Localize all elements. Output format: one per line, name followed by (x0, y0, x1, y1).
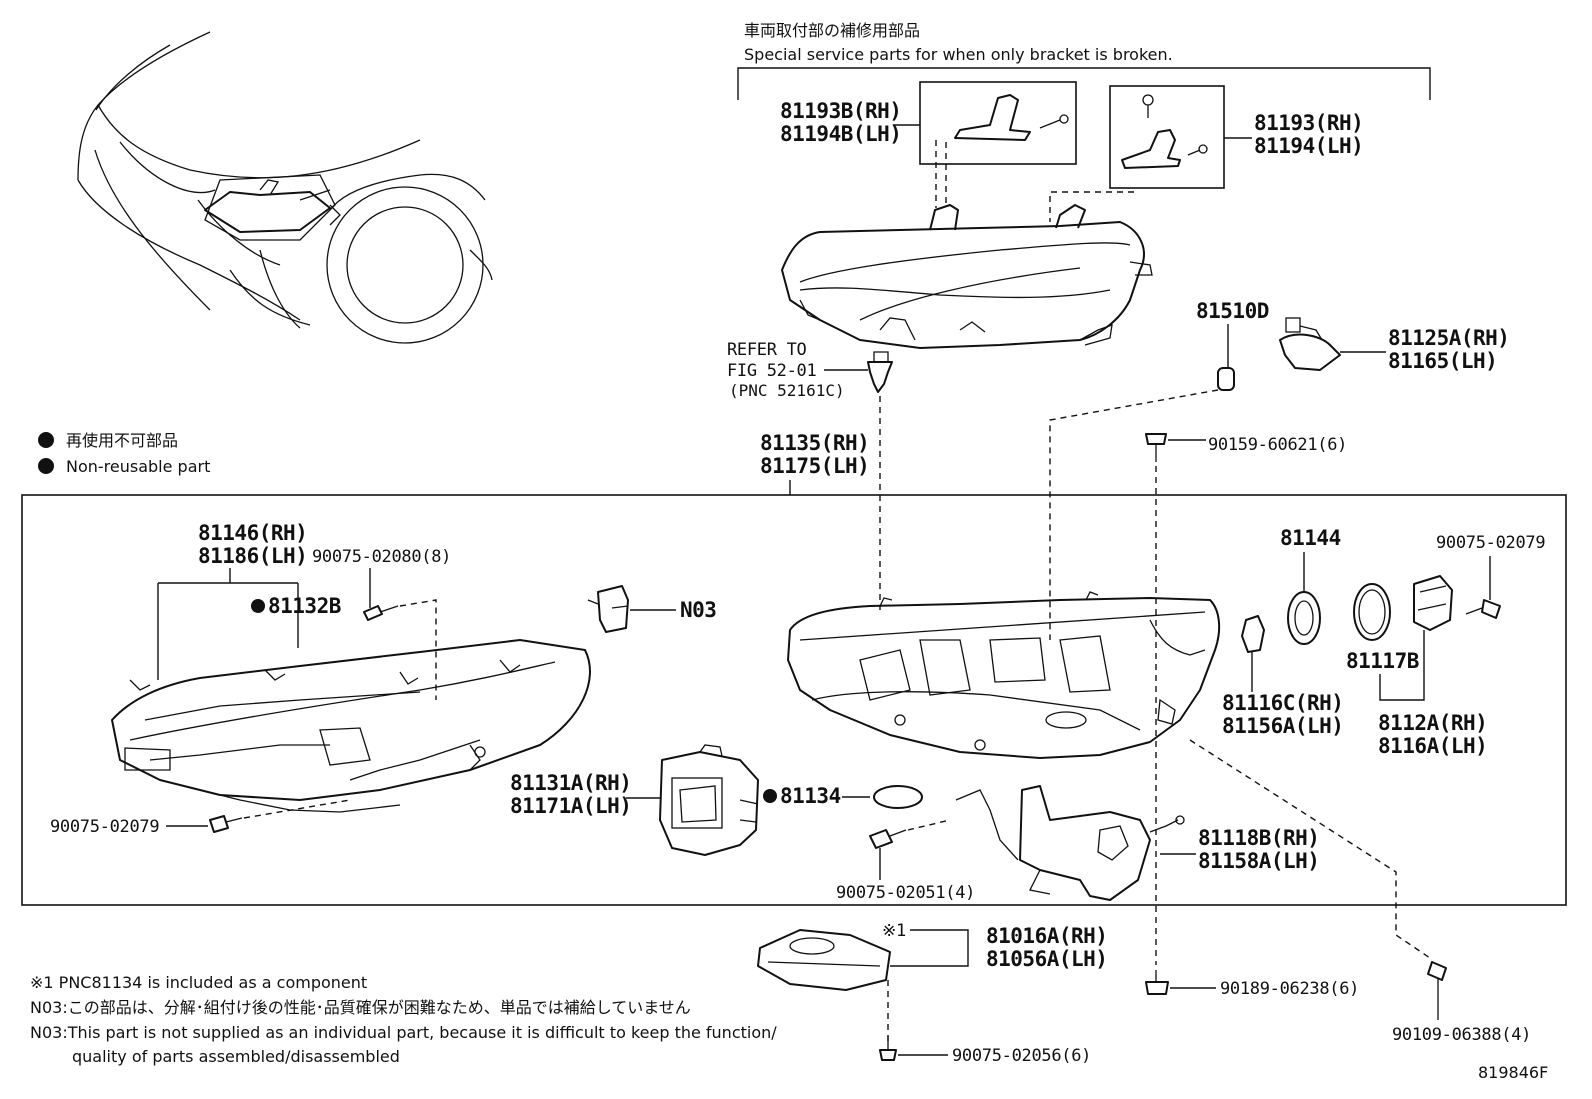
service-parts-title-ja: 車両取付部の補修用部品 (744, 21, 920, 40)
lens-assembly-81146: 81146(RH) 81186(LH) 81132B 90075-02080(8… (50, 521, 591, 837)
label-81193-rh: 81193(RH) (1254, 111, 1363, 135)
screw-90075-02056: 90075-02056(6) (879, 1036, 1091, 1066)
label-81056A-lh: 81056A(LH) (986, 947, 1107, 971)
ring-81116C-icon (1241, 615, 1265, 653)
mark-kome1: ※1 (882, 921, 906, 941)
projector-81131A: 81131A(RH) 81171A(LH) (510, 744, 759, 856)
label-81116C-rh: 81116C(RH) (1222, 691, 1343, 715)
cap-8112A-icon (1413, 575, 1453, 631)
bracket-81193-shape (1121, 129, 1181, 169)
label-90159: 90159-60621(6) (1208, 435, 1347, 455)
refer-to-callout: REFER TO FIG 52-01 (PNC 52161C) (727, 340, 893, 610)
car-front-illustration (77, 31, 493, 344)
label-90075-02079-left: 90075-02079 (50, 817, 159, 837)
label-81156A-lh: 81156A(LH) (1222, 714, 1343, 738)
service-parts-title-en: Special service parts for when only brac… (744, 45, 1173, 64)
service-parts-header: 車両取付部の補修用部品 Special service parts for wh… (737, 21, 1431, 100)
label-81194-lh: 81194(LH) (1254, 134, 1363, 158)
non-reusable-bullet-icon (251, 599, 265, 613)
label-81146-rh: 81146(RH) (198, 521, 307, 545)
clip-icon (867, 361, 893, 393)
label-81135-rh: 81135(RH) (760, 431, 869, 455)
main-assembly-81135: 81135(RH) 81175(LH) (21, 431, 1567, 906)
bulb-socket-group: 81510D 81125A(RH) 81165(LH) (1049, 299, 1510, 640)
legend: 再使用不可部品 Non-reusable part (38, 431, 210, 476)
headlamp-assembly-top (781, 204, 1153, 349)
legend-en: Non-reusable part (66, 457, 210, 476)
refer-line2: FIG 52-01 (727, 361, 816, 381)
label-90075-02080: 90075-02080(8) (312, 547, 451, 567)
label-8116A-lh: 8116A(LH) (1378, 734, 1487, 758)
label-81158A-lh: 81158A(LH) (1198, 849, 1319, 873)
gasket-81134: 81134 (763, 784, 923, 809)
label-90075-02051: 90075-02051(4) (836, 883, 975, 903)
label-81118B-rh: 81118B(RH) (1198, 826, 1319, 850)
label-90075-02079-right: 90075-02079 (1436, 533, 1545, 553)
figure-id: 819846F (1478, 1063, 1548, 1082)
label-81186-lh: 81186(LH) (198, 544, 307, 568)
refer-line1: REFER TO (727, 340, 807, 360)
label-81165-lh: 81165(LH) (1388, 349, 1497, 373)
label-81132B: 81132B (268, 594, 341, 618)
note-4: quality of parts assembled/disassembled (72, 1047, 400, 1066)
label-81510D: 81510D (1196, 299, 1269, 323)
cover-81144-icon (1287, 591, 1321, 645)
label-81125A-rh: 81125A(RH) (1388, 326, 1509, 350)
screw-icon (1145, 433, 1167, 445)
legend-bullet-icon (38, 432, 54, 448)
refer-line3: (PNC 52161C) (729, 381, 845, 400)
note-3: N03:This part is not supplied as an indi… (30, 1023, 777, 1042)
footnotes: ※1 PNC81134 is included as a component N… (30, 973, 777, 1066)
swivel-bracket-81118B: 81118B(RH) 81158A(LH) (955, 785, 1320, 901)
note-2: N03:この部品は、分解･組付け後の性能･品質確保が困難なため、単品では補給して… (30, 998, 691, 1017)
ballast-81016A: ※1 81016A(RH) 81056A(LH) (757, 921, 1108, 1044)
label-81131A-rh: 81131A(RH) (510, 771, 631, 795)
bulb-icon (1217, 367, 1235, 391)
socket-icon (1279, 333, 1341, 371)
screw-90159-group: 90159-60621(6) (1145, 433, 1347, 965)
bracket-81193B-box (919, 81, 1077, 165)
service-parts-brace (737, 67, 1431, 100)
assembly-boundary-box (21, 494, 1567, 906)
legend-ja: 再使用不可部品 (66, 431, 178, 450)
label-81134: 81134 (780, 784, 841, 808)
screw-90189: 90189-06238(6) (1145, 970, 1359, 999)
label-8112A-rh: 8112A(RH) (1378, 711, 1487, 735)
bracket-81193-box (1109, 85, 1225, 189)
housing-assembly (787, 591, 1221, 759)
screw-90109: 90109-06388(4) (1392, 961, 1531, 1045)
bracket-81193-group: 81193(RH) 81194(LH) (1109, 85, 1364, 189)
part-N03: N03 (587, 585, 717, 633)
label-90189: 90189-06238(6) (1220, 979, 1359, 999)
legend-bullet-icon-2 (38, 458, 54, 474)
label-81194B-lh: 81194B(LH) (780, 122, 901, 146)
bracket-81193B-shape (954, 94, 1031, 141)
label-81117B: 81117B (1346, 649, 1419, 673)
label-90109: 90109-06388(4) (1392, 1025, 1531, 1045)
bracket-81193B-group: 81193B(RH) 81194B(LH) (780, 81, 1077, 165)
label-81144: 81144 (1280, 526, 1341, 550)
label-90075-02056: 90075-02056(6) (952, 1046, 1091, 1066)
note-1: ※1 PNC81134 is included as a component (30, 973, 367, 992)
label-81175-lh: 81175(LH) (760, 454, 869, 478)
label-81193B-rh: 81193B(RH) (780, 99, 901, 123)
label-81171A-lh: 81171A(LH) (510, 794, 631, 818)
screw-90075-02051: 90075-02051(4) (836, 819, 975, 903)
label-N03: N03 (680, 598, 716, 622)
non-reusable-bullet-icon-2 (763, 789, 777, 803)
right-components: 81144 81116C(RH) 81156A(LH) 81117B 8112A… (1222, 526, 1546, 758)
label-81016A-rh: 81016A(RH) (986, 924, 1107, 948)
gasket-81117B-icon (1353, 583, 1391, 641)
